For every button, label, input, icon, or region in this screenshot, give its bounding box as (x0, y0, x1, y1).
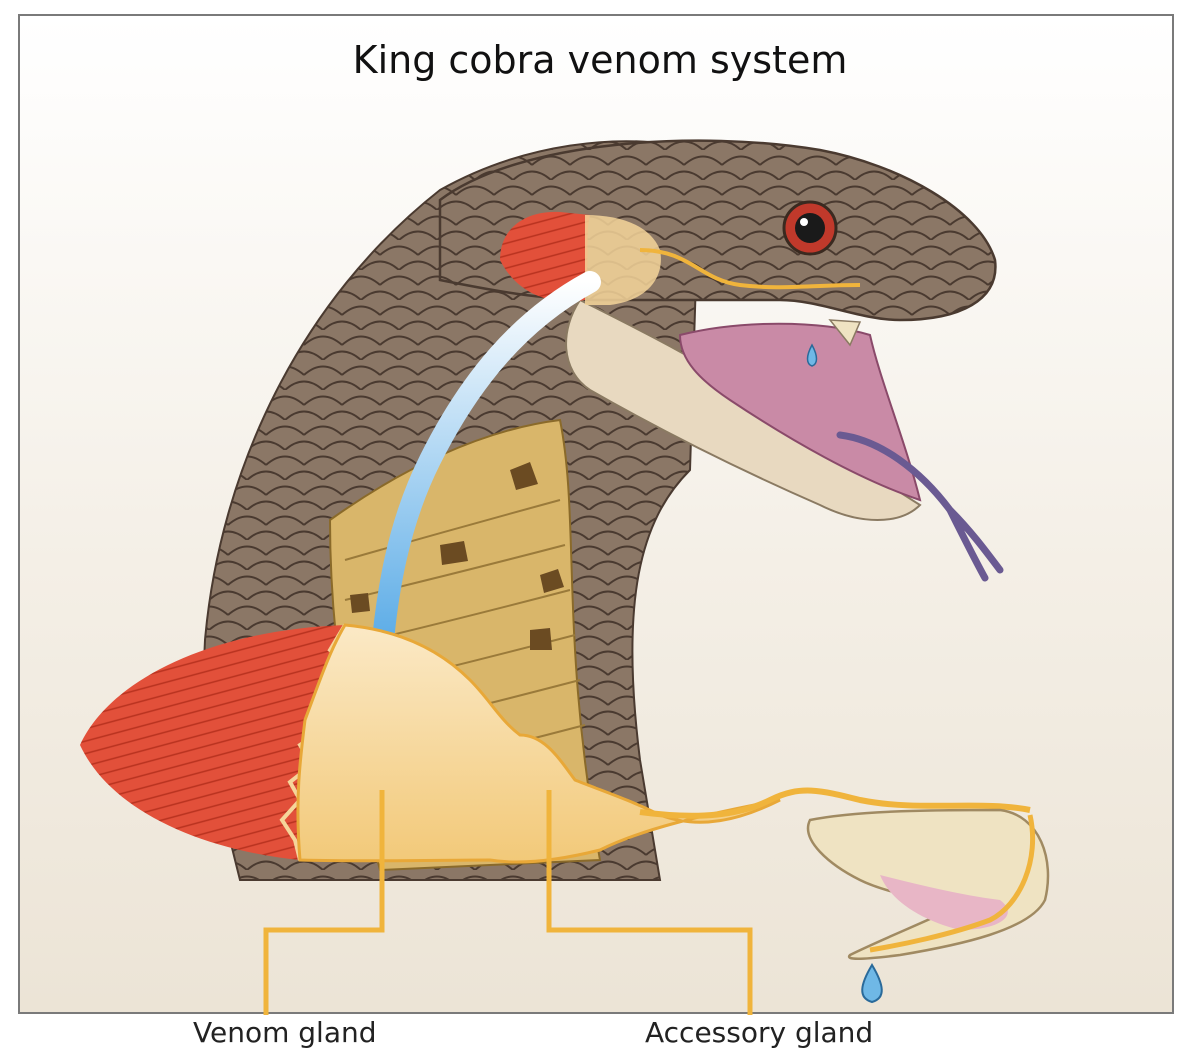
head-venom-gland (585, 215, 661, 305)
venom-flow-arrow-shaft (369, 271, 601, 691)
belly-spots (350, 462, 564, 650)
fang-canal (869, 814, 1036, 953)
venom-gland-leader (263, 790, 385, 1015)
cobra-mouth (678, 322, 922, 502)
accessory-gland-leader (546, 790, 753, 1015)
head-venom-duct (639, 248, 861, 290)
venom-gland-label: Venom gland (193, 1016, 377, 1049)
head-venom-drop (806, 343, 818, 367)
cobra-tongue (836, 431, 1004, 582)
large-venom-muscle (80, 625, 345, 860)
venom-duct (639, 787, 1031, 819)
fang-venom-drop (861, 963, 883, 1004)
diagram-title: King cobra venom system (352, 38, 848, 82)
head-fang (828, 319, 862, 347)
fang-gum (880, 875, 1008, 930)
head-venom-muscle (500, 211, 590, 302)
accessory-gland-label: Accessory gland (645, 1016, 874, 1049)
